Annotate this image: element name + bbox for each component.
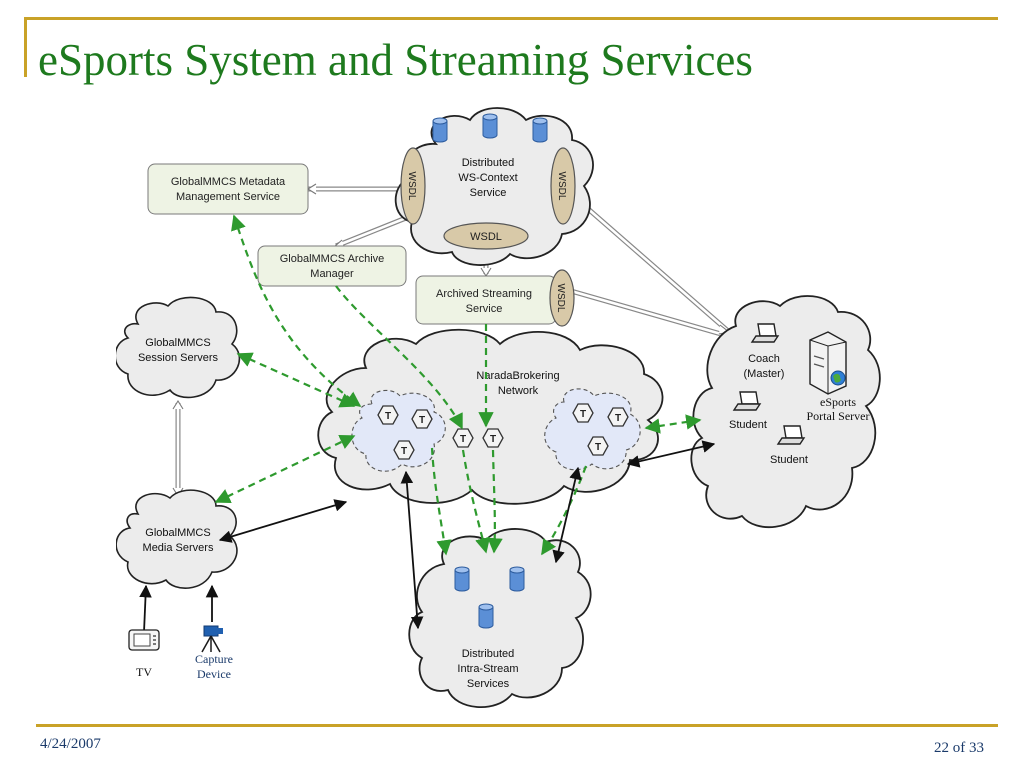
archived-streaming-box: Archived Streaming Service WSDL: [415, 269, 575, 327]
session-servers-line-1: GlobalMMCS: [145, 337, 210, 349]
footer-date: 4/24/2007: [40, 736, 101, 752]
page-of: of: [952, 740, 966, 756]
archive-manager-line-2: Manager: [310, 268, 354, 280]
top-rule: [24, 17, 998, 20]
archive-manager-line-1: GlobalMMCS Archive: [280, 253, 385, 265]
wsdl-interface-icon: [549, 269, 575, 327]
metadata-line-1: GlobalMMCS Metadata: [171, 176, 286, 188]
intra-stream-line-1: Distributed: [462, 648, 515, 660]
student-label-2: Student: [770, 454, 808, 466]
database-icon: [478, 603, 494, 629]
tv-label: TV: [136, 665, 152, 679]
broker-label: T: [595, 442, 601, 453]
metadata-line-2: Management Service: [176, 191, 280, 203]
archived-streaming-line-1: Archived Streaming: [436, 288, 532, 300]
session-servers-cloud: GlobalMMCS Session Servers: [114, 296, 241, 399]
broker-label: T: [460, 434, 466, 445]
archive-manager-box: GlobalMMCS Archive Manager: [257, 245, 407, 287]
capture-line-1: Capture: [195, 652, 233, 666]
archived-streaming-line-2: Service: [466, 303, 503, 315]
bottom-rule: [36, 724, 998, 727]
wsdl-label-right: WSDL: [556, 172, 567, 201]
dashed-links: [214, 214, 702, 556]
server-icon: [809, 331, 847, 395]
student-label-1: Student: [729, 419, 767, 431]
footer-page-number: 22 of 33: [934, 740, 984, 757]
tv-icon: [128, 629, 160, 651]
portal-line-1: eSports: [820, 395, 856, 409]
broker-label: T: [401, 446, 407, 457]
media-servers-cloud: GlobalMMCS Media Servers: [115, 489, 238, 589]
solid-links: [139, 440, 716, 633]
ws-context-line-2: WS-Context: [458, 172, 517, 184]
database-icon: [482, 113, 498, 139]
wsdl-label-archive: WSDL: [555, 284, 566, 313]
session-servers-line-2: Session Servers: [138, 352, 219, 364]
page-total: 33: [969, 740, 984, 756]
media-servers-line-2: Media Servers: [143, 542, 214, 554]
database-icon: [509, 566, 525, 592]
metadata-service-box: GlobalMMCS Metadata Management Service: [147, 163, 309, 215]
broker-label: T: [615, 413, 621, 424]
broker-label: T: [580, 409, 586, 420]
wsdl-interface-icon: WSDL WSDL WSDL: [400, 147, 576, 250]
camera-icon: [201, 625, 223, 653]
intra-stream-cloud: Distributed Intra-Stream Services: [408, 528, 592, 708]
esports-cloud: Coach (Master) Student Student eSports P…: [690, 295, 881, 529]
page-current: 22: [934, 740, 949, 756]
capture-line-2: Device: [197, 667, 231, 681]
coach-line-1: Coach: [748, 353, 780, 365]
broker-label: T: [419, 415, 425, 426]
narada-line-2: Network: [498, 385, 539, 397]
slide-title: eSports System and Streaming Services: [38, 35, 753, 85]
database-icon: [454, 566, 470, 592]
narada-line-1: NaradaBrokering: [476, 370, 559, 382]
broker-label: T: [490, 434, 496, 445]
intra-stream-line-2: Intra-Stream: [457, 663, 518, 675]
portal-line-2: Portal Server: [807, 409, 870, 423]
broker-label: T: [385, 411, 391, 422]
wsdl-label-left: WSDL: [406, 172, 417, 201]
left-rule: [24, 17, 27, 77]
broker-nodes: T T T T T T T T: [377, 403, 629, 460]
database-icon: [532, 117, 548, 143]
coach-line-2: (Master): [744, 368, 785, 380]
intra-stream-line-3: Services: [467, 678, 510, 690]
database-icon: [432, 117, 448, 143]
diagram-canvas: Distributed WS-Context Service WSDL WSDL…: [114, 106, 889, 718]
media-servers-line-1: GlobalMMCS: [145, 527, 210, 539]
ws-context-cloud: Distributed WS-Context Service: [394, 107, 594, 266]
ws-context-line-3: Service: [470, 187, 507, 199]
ws-context-line-1: Distributed: [462, 157, 515, 169]
wsdl-label-bottom: WSDL: [470, 231, 502, 243]
